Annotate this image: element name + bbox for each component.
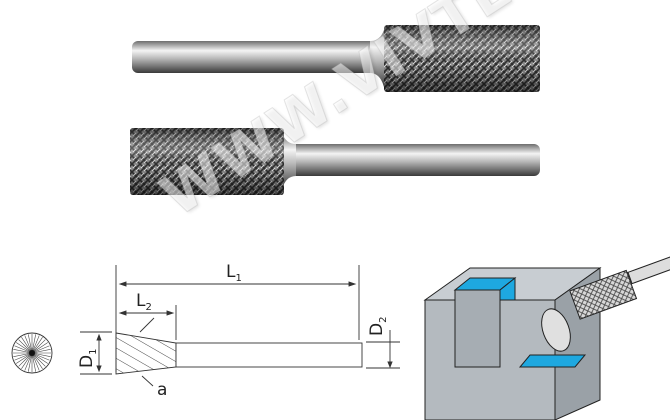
label-d2: D2 <box>367 317 389 336</box>
label-d1: D1 <box>77 349 99 368</box>
label-l1: L1 <box>226 262 242 284</box>
label-l2: L2 <box>136 291 152 313</box>
burr-bottom <box>130 128 540 195</box>
dimension-labels: L1 L2 D1 D2 a <box>77 262 389 400</box>
burr-top <box>132 25 540 92</box>
end-view-star-icon <box>11 332 53 374</box>
application-illustration <box>423 256 670 420</box>
label-a: a <box>157 380 167 400</box>
technical-drawing <box>11 265 400 387</box>
